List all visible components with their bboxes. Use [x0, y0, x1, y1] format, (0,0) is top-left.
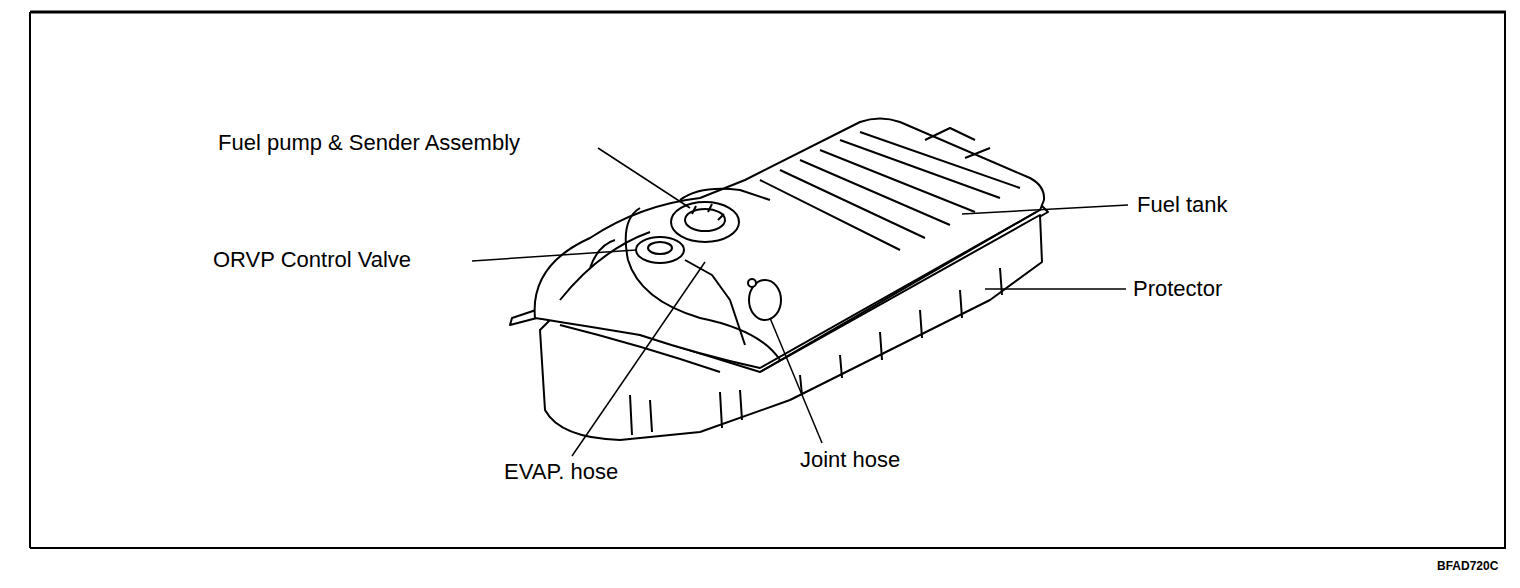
- frame: [30, 12, 1506, 548]
- tank-drawing: [510, 119, 1048, 441]
- part-label: Protector: [1133, 276, 1222, 302]
- figure-code: BFAD720C: [1437, 559, 1498, 573]
- part-label: Fuel pump & Sender Assembly: [218, 130, 520, 156]
- part-label: EVAP. hose: [504, 459, 618, 485]
- part-label: Fuel tank: [1137, 192, 1228, 218]
- part-label: Joint hose: [800, 447, 900, 473]
- leader-lines: [472, 148, 1128, 456]
- part-label: ORVP Control Valve: [213, 247, 411, 273]
